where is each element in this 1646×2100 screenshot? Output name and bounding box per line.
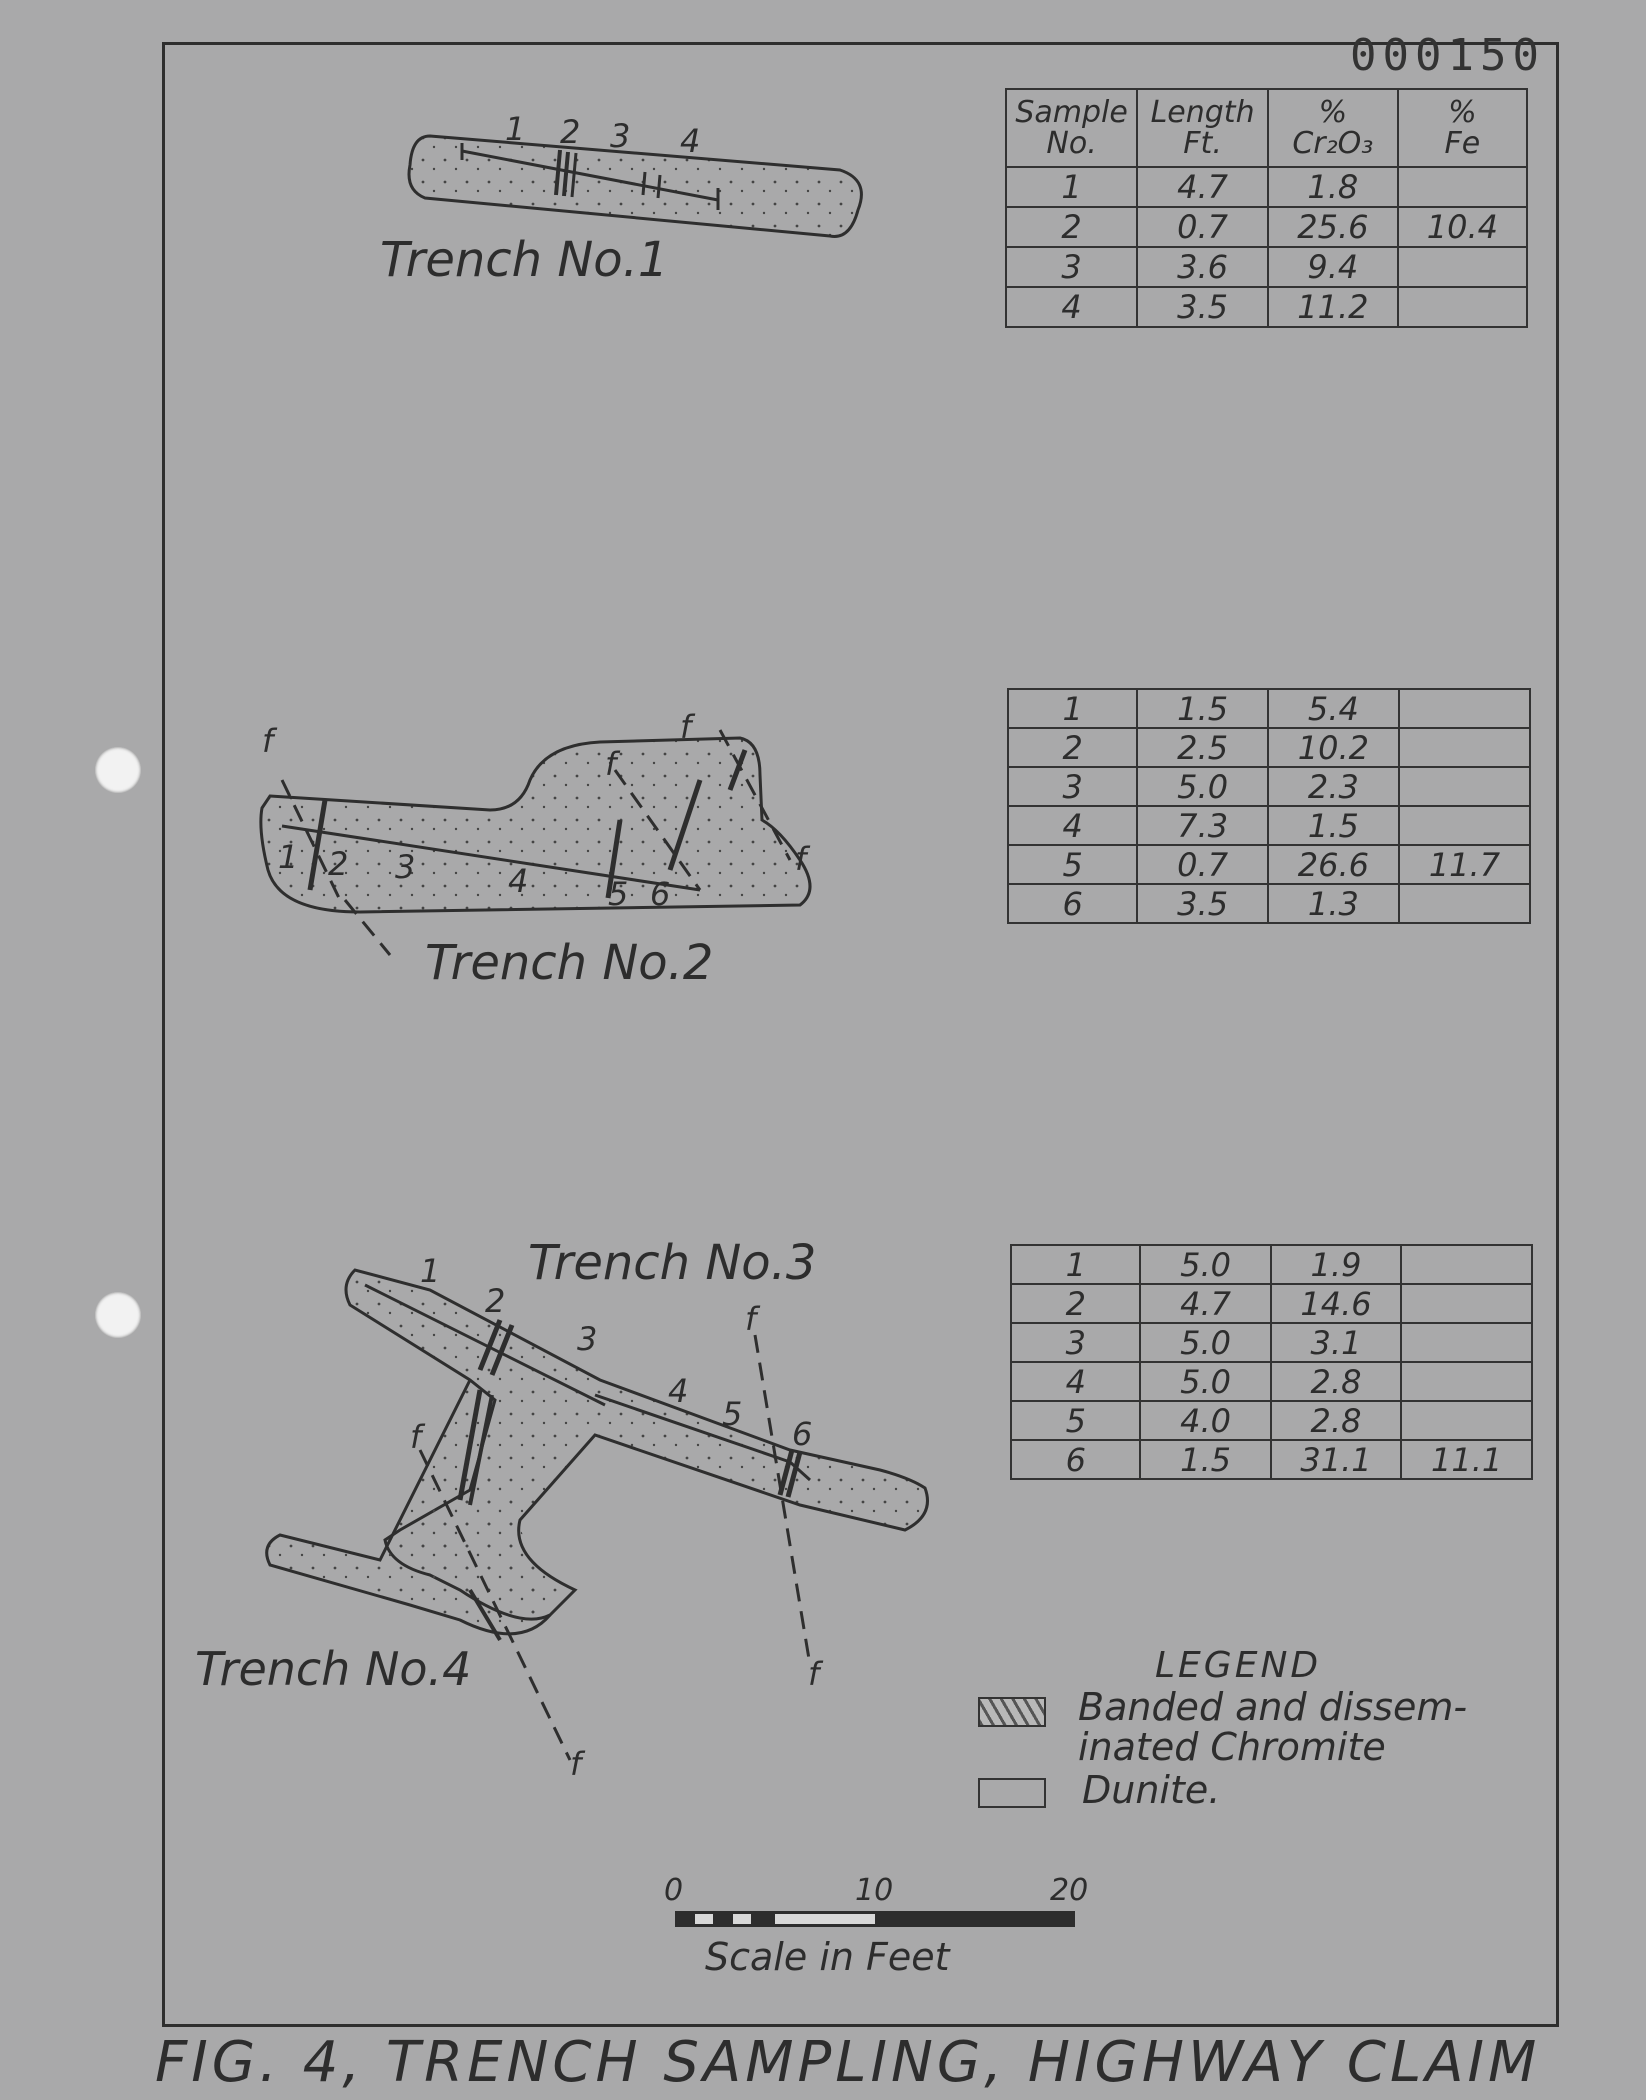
- fault-mark: f: [410, 1418, 426, 1456]
- scale-tick-label: 0: [664, 1873, 683, 1908]
- punch-hole: [95, 1292, 141, 1338]
- figure-title: FIG. 4, TRENCH SAMPLING, HIGHWAY CLAIM: [155, 2030, 1541, 2095]
- sample-mark: 5: [608, 875, 628, 913]
- sample-mark: 1: [505, 110, 525, 148]
- fault-mark: f: [570, 1745, 586, 1783]
- sample-mark: 3: [577, 1320, 597, 1358]
- sample-mark: 3: [610, 117, 630, 155]
- sample-mark: 2: [560, 113, 580, 151]
- drawing-border: [162, 42, 1559, 2027]
- trench-4-label: Trench No.4: [195, 1642, 472, 1696]
- trench-2-sketch: [259, 729, 812, 956]
- fault-mark: f: [262, 722, 278, 760]
- scale-tick-label: 10: [855, 1873, 893, 1908]
- sample-mark: 4: [668, 1372, 688, 1410]
- legend-chromite-line1: Banded and dissem-: [1078, 1685, 1468, 1729]
- punch-hole: [95, 747, 141, 793]
- sample-mark: 2: [485, 1282, 505, 1320]
- trench-1-sample-marks: 1 2 3 4: [505, 110, 700, 160]
- sample-mark: 5: [722, 1395, 742, 1433]
- sample-mark: 4: [508, 862, 528, 900]
- scale-caption: Scale in Feet: [705, 1935, 950, 1979]
- fault-mark: f: [808, 1655, 824, 1693]
- chromite-swatch: [978, 1697, 1046, 1727]
- header-fe: %Fe: [1396, 88, 1529, 168]
- trench-3-label: Trench No.3: [528, 1235, 817, 1291]
- sample-mark: 1: [420, 1252, 440, 1290]
- sample-mark: 2: [328, 845, 348, 883]
- document-number: 000150: [1350, 30, 1545, 81]
- trench-3-sample-marks: 1 2 3 4 5 6 f f f f: [410, 1252, 824, 1783]
- trench-1-label: Trench No.1: [380, 232, 669, 288]
- sample-mark: 1: [278, 838, 298, 876]
- dunite-swatch: [978, 1778, 1046, 1808]
- sample-mark: 6: [650, 875, 670, 913]
- fault-mark: f: [745, 1300, 761, 1338]
- scale-bar: [675, 1911, 1075, 1927]
- scale-ticks: 0 10 20: [664, 1873, 1088, 1908]
- legend-title: LEGEND: [1155, 1645, 1322, 1686]
- trench-2-label: Trench No.2: [425, 935, 714, 991]
- header-cr2o3: %Cr₂O₃: [1266, 88, 1399, 168]
- sample-mark: 4: [680, 122, 700, 160]
- sample-mark: 3: [395, 848, 415, 886]
- trench-1-sketch: [407, 134, 863, 238]
- trench-3-4-sketch: [265, 1268, 929, 1761]
- sample-mark: 6: [792, 1415, 812, 1453]
- fault-mark: f: [795, 840, 811, 878]
- legend-dunite: Dunite.: [1082, 1768, 1221, 1812]
- scale-tick-label: 20: [1050, 1873, 1088, 1908]
- legend-chromite-line2: inated Chromite: [1078, 1725, 1386, 1769]
